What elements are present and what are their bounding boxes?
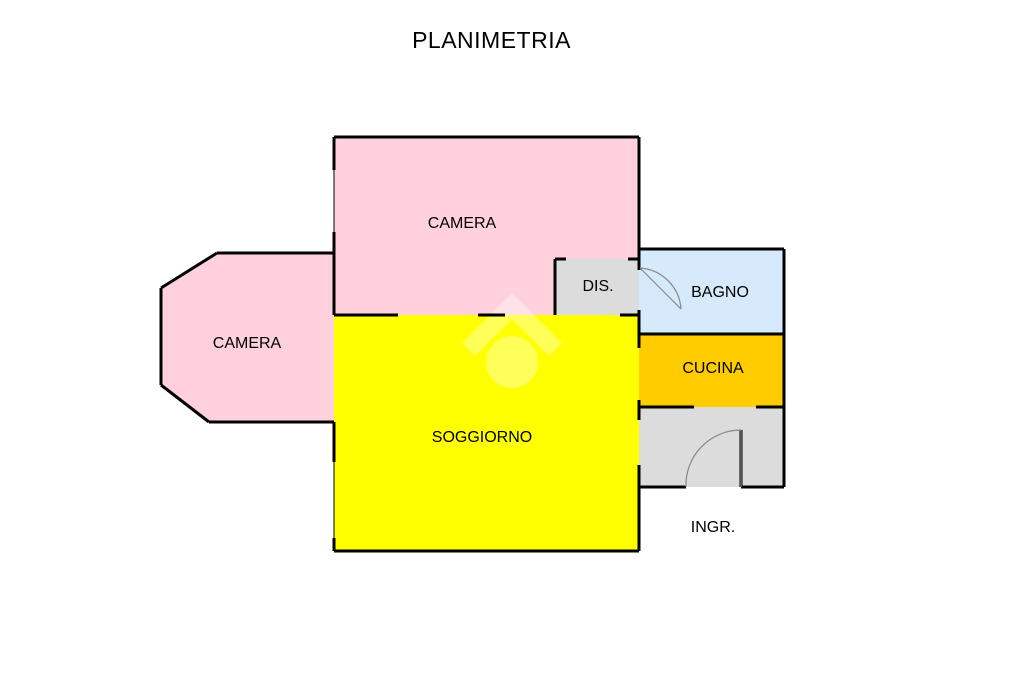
ingresso-fill (639, 407, 784, 487)
door-swing-bagno (639, 267, 682, 310)
room-label-camera-left: CAMERA (212, 335, 282, 352)
door-swing-ingresso (685, 429, 742, 488)
room-label-cucina: CUCINA (682, 360, 744, 377)
wall (160, 383, 210, 424)
room-label-dis: DIS. (582, 278, 614, 295)
room-label-bagno: BAGNO (691, 284, 749, 301)
room-label-camera-top: CAMERA (427, 215, 497, 232)
camera-left-fill (161, 253, 334, 422)
cucina-fill (639, 335, 784, 407)
room-label-ingresso: INGR. (690, 519, 736, 536)
page-title: PLANIMETRIA (412, 27, 571, 53)
soggiorno-fill (334, 315, 639, 551)
watermark-logo (462, 293, 562, 388)
dis-fill (555, 259, 639, 315)
wall (160, 251, 218, 290)
room-label-soggiorno: SOGGIORNO (431, 429, 533, 446)
